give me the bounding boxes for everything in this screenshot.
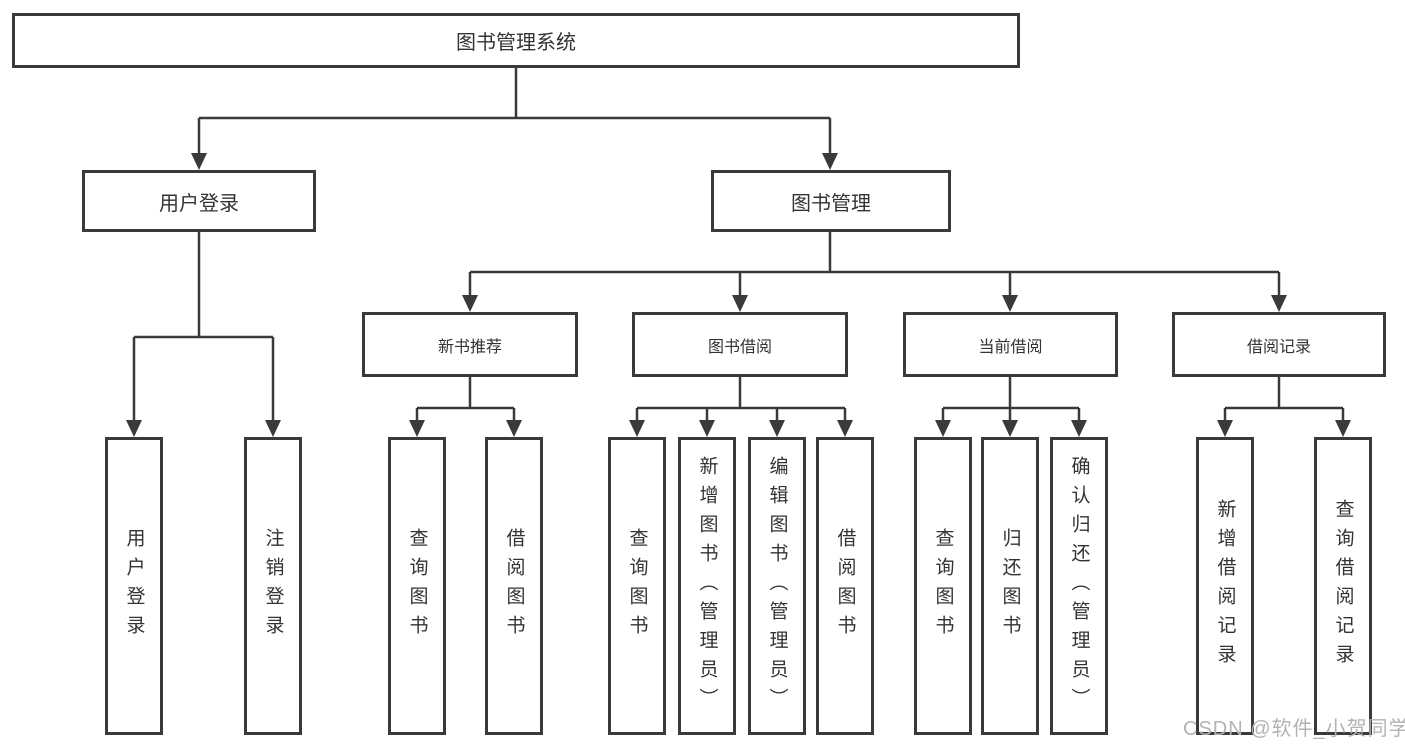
leaf-label: 借阅图书	[834, 528, 856, 644]
connector-lines	[132, 68, 1345, 422]
node-label: 图书借阅	[707, 338, 772, 356]
node-book-management: 图书管理	[711, 170, 951, 232]
csdn-watermark: CSDN @软件_小贺同学	[1183, 718, 1405, 740]
node-leaf-edit-books-admin: 编辑图书（管理员）	[748, 437, 806, 735]
arrow-down-icon	[699, 420, 715, 437]
leaf-label: 归还图书	[999, 528, 1021, 644]
node-leaf-user-login: 用户登录	[105, 437, 163, 735]
leaf-label: 确认归还（管理员）	[1068, 455, 1090, 717]
arrow-down-icon	[1335, 420, 1351, 437]
arrow-down-icon	[629, 420, 645, 437]
arrow-down-icon	[1002, 420, 1018, 437]
node-label: 图书管理	[791, 192, 871, 215]
leaf-label: 查询图书	[626, 528, 648, 644]
node-leaf-query-books-1: 查询图书	[388, 437, 446, 735]
leaf-label: 注销登录	[262, 528, 284, 644]
arrow-down-icon	[1217, 420, 1233, 437]
leaf-label: 查询图书	[406, 528, 428, 644]
node-leaf-borrow-books-2: 借阅图书	[816, 437, 874, 735]
arrow-down-icon	[935, 420, 951, 437]
leaf-label: 借阅图书	[503, 528, 525, 644]
arrowheads	[126, 153, 1351, 437]
arrow-down-icon	[191, 153, 207, 170]
node-leaf-add-borrow-record: 新增借阅记录	[1196, 437, 1254, 735]
leaf-label: 用户登录	[123, 528, 145, 644]
arrow-down-icon	[837, 420, 853, 437]
node-leaf-logout: 注销登录	[244, 437, 302, 735]
leaf-label: 编辑图书（管理员）	[766, 455, 788, 717]
node-leaf-borrow-books-1: 借阅图书	[485, 437, 543, 735]
arrow-down-icon	[126, 420, 142, 437]
node-new-book-recommend: 新书推荐	[362, 312, 578, 377]
arrow-down-icon	[732, 295, 748, 312]
node-leaf-return-books: 归还图书	[981, 437, 1039, 735]
node-label: 图书管理系统	[456, 32, 576, 54]
arrow-down-icon	[265, 420, 281, 437]
node-leaf-add-books-admin: 新增图书（管理员）	[678, 437, 736, 735]
leaf-label: 查询借阅记录	[1332, 499, 1354, 673]
leaf-label: 查询图书	[932, 528, 954, 644]
node-book-borrow: 图书借阅	[632, 312, 848, 377]
node-label: 新书推荐	[437, 338, 502, 356]
node-label: 用户登录	[159, 192, 239, 215]
arrow-down-icon	[409, 420, 425, 437]
node-leaf-query-books-3: 查询图书	[914, 437, 972, 735]
node-leaf-query-books-2: 查询图书	[608, 437, 666, 735]
leaf-label: 新增借阅记录	[1214, 499, 1236, 673]
node-label: 借阅记录	[1246, 338, 1311, 356]
arrow-down-icon	[769, 420, 785, 437]
arrow-down-icon	[822, 153, 838, 170]
node-leaf-confirm-return-admin: 确认归还（管理员）	[1050, 437, 1108, 735]
arrow-down-icon	[462, 295, 478, 312]
arrow-down-icon	[1002, 295, 1018, 312]
arrow-down-icon	[506, 420, 522, 437]
node-library-management-system: 图书管理系统	[12, 13, 1020, 68]
node-borrow-records: 借阅记录	[1172, 312, 1386, 377]
node-current-borrow: 当前借阅	[903, 312, 1118, 377]
arrow-down-icon	[1071, 420, 1087, 437]
arrow-down-icon	[1271, 295, 1287, 312]
node-label: 当前借阅	[978, 338, 1043, 356]
node-user-login: 用户登录	[82, 170, 316, 232]
leaf-label: 新增图书（管理员）	[696, 455, 718, 717]
node-leaf-query-borrow-record: 查询借阅记录	[1314, 437, 1372, 735]
